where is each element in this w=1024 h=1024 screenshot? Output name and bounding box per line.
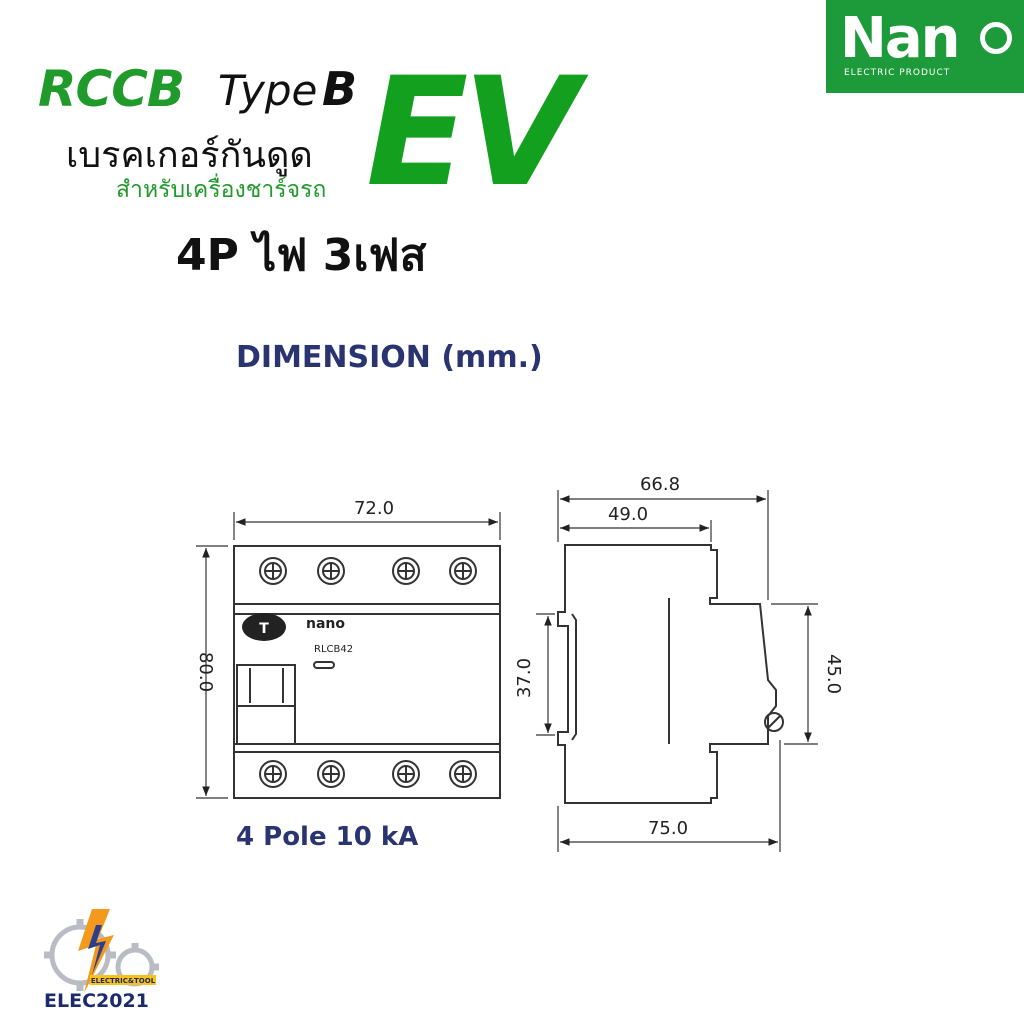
front-view xyxy=(233,545,501,799)
title-type: Type xyxy=(218,66,318,115)
dim-front-width: 72.0 xyxy=(354,498,394,519)
screw-bottom-2 xyxy=(317,760,345,788)
screw-top-2 xyxy=(317,557,345,585)
front-lever xyxy=(236,664,296,745)
pole-rating: 4 Pole 10 kA xyxy=(236,822,419,852)
front-model: RLCB42 xyxy=(314,644,353,655)
screw-bottom-1 xyxy=(259,760,287,788)
screw-bottom-3 xyxy=(392,760,420,788)
logo-word: Nan xyxy=(840,6,961,71)
terminal-screws xyxy=(259,557,477,788)
logo-tagline: ELECTRIC PRODUCT xyxy=(844,68,951,78)
title-ev: EV xyxy=(366,46,579,220)
side-body-outline xyxy=(557,544,777,804)
title-phase: 4P ไฟ 3เฟส xyxy=(176,230,427,281)
title-type-b: B xyxy=(322,62,358,116)
front-brand: nano xyxy=(306,616,345,632)
nano-logo: Nan ELECTRIC PRODUCT xyxy=(826,0,1024,93)
front-indicator xyxy=(313,661,335,669)
dim-front-height: 80.0 xyxy=(195,652,216,692)
test-button xyxy=(242,613,286,641)
screw-bottom-4 xyxy=(449,760,477,788)
screw-top-4 xyxy=(449,557,477,585)
dim-face-height: 45.0 xyxy=(823,654,844,694)
title-thai-rcd: เบรคเกอร์กันดูด xyxy=(66,135,313,176)
dim-rail-height: 37.0 xyxy=(514,658,535,698)
test-button-label: T xyxy=(259,621,269,637)
dim-depth-to-face: 49.0 xyxy=(608,504,648,525)
dimension-title: DIMENSION (mm.) xyxy=(236,340,543,375)
elec2021-text: ELEC2021 xyxy=(44,990,149,1012)
elec2021-logo: ELECTRIC&TOOL xyxy=(44,909,159,993)
logo-power-icon xyxy=(980,22,1012,54)
side-knob xyxy=(764,712,784,732)
screw-top-3 xyxy=(392,557,420,585)
title-thai-ev-charger: สำหรับเครื่องชาร์จรถ xyxy=(116,177,327,203)
dim-total-depth: 66.8 xyxy=(640,474,680,495)
title-rccb: RCCB xyxy=(38,60,185,118)
front-body-outline xyxy=(233,545,501,799)
elec-logo-small-text: ELECTRIC&TOOL xyxy=(91,977,156,985)
screw-top-1 xyxy=(259,557,287,585)
dim-base-width: 75.0 xyxy=(648,818,688,839)
